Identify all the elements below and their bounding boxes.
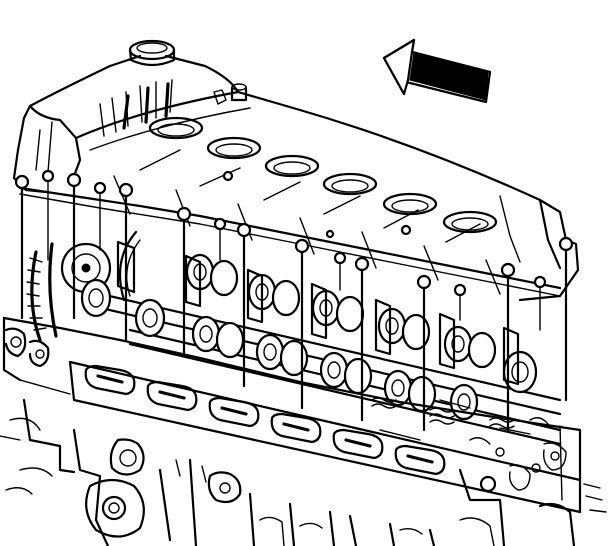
bolt-icon xyxy=(333,251,347,291)
bolt-icon xyxy=(453,283,467,321)
valve-springs xyxy=(371,397,515,429)
bolt-icon xyxy=(14,174,30,320)
camshaft-cover xyxy=(12,54,580,302)
exhaust-port-3 xyxy=(208,396,260,428)
bolt-icon xyxy=(558,236,574,402)
engine-block xyxy=(0,398,607,546)
bolt-icon xyxy=(500,262,516,432)
exhaust-port-6 xyxy=(394,444,446,476)
bolt-icon xyxy=(41,169,55,261)
bolt-icon xyxy=(533,275,547,331)
cam-bearing-caps xyxy=(116,240,520,386)
bolt-icon xyxy=(118,182,134,342)
bolt-icon xyxy=(213,217,227,261)
head-surface-details xyxy=(379,399,549,473)
exhaust-port-5 xyxy=(332,428,384,460)
spark-plug-bores xyxy=(148,116,498,239)
exhaust-port-4 xyxy=(270,412,322,444)
timing-chain xyxy=(26,242,58,342)
bolt-icon xyxy=(66,172,82,320)
spark-plug-bore-3 xyxy=(264,154,320,178)
bolt-icon xyxy=(176,206,192,358)
cam-lobes xyxy=(80,253,538,421)
direction-arrow-icon xyxy=(382,38,492,104)
exhaust-ports xyxy=(84,364,446,476)
exhaust-port-2 xyxy=(146,380,198,412)
exhaust-port-1 xyxy=(84,364,136,396)
oil-fill-cap-icon xyxy=(128,39,176,67)
bolt-icon xyxy=(93,181,107,251)
spark-plug-bore-4 xyxy=(322,172,378,196)
bolt-icon xyxy=(236,222,252,388)
spark-plug-bore-1 xyxy=(148,116,204,140)
spark-plug-bore-2 xyxy=(206,136,262,160)
cover-bolts xyxy=(14,169,574,432)
spark-plug-bore-5 xyxy=(382,192,438,216)
spark-plug-bore-6 xyxy=(442,210,498,234)
